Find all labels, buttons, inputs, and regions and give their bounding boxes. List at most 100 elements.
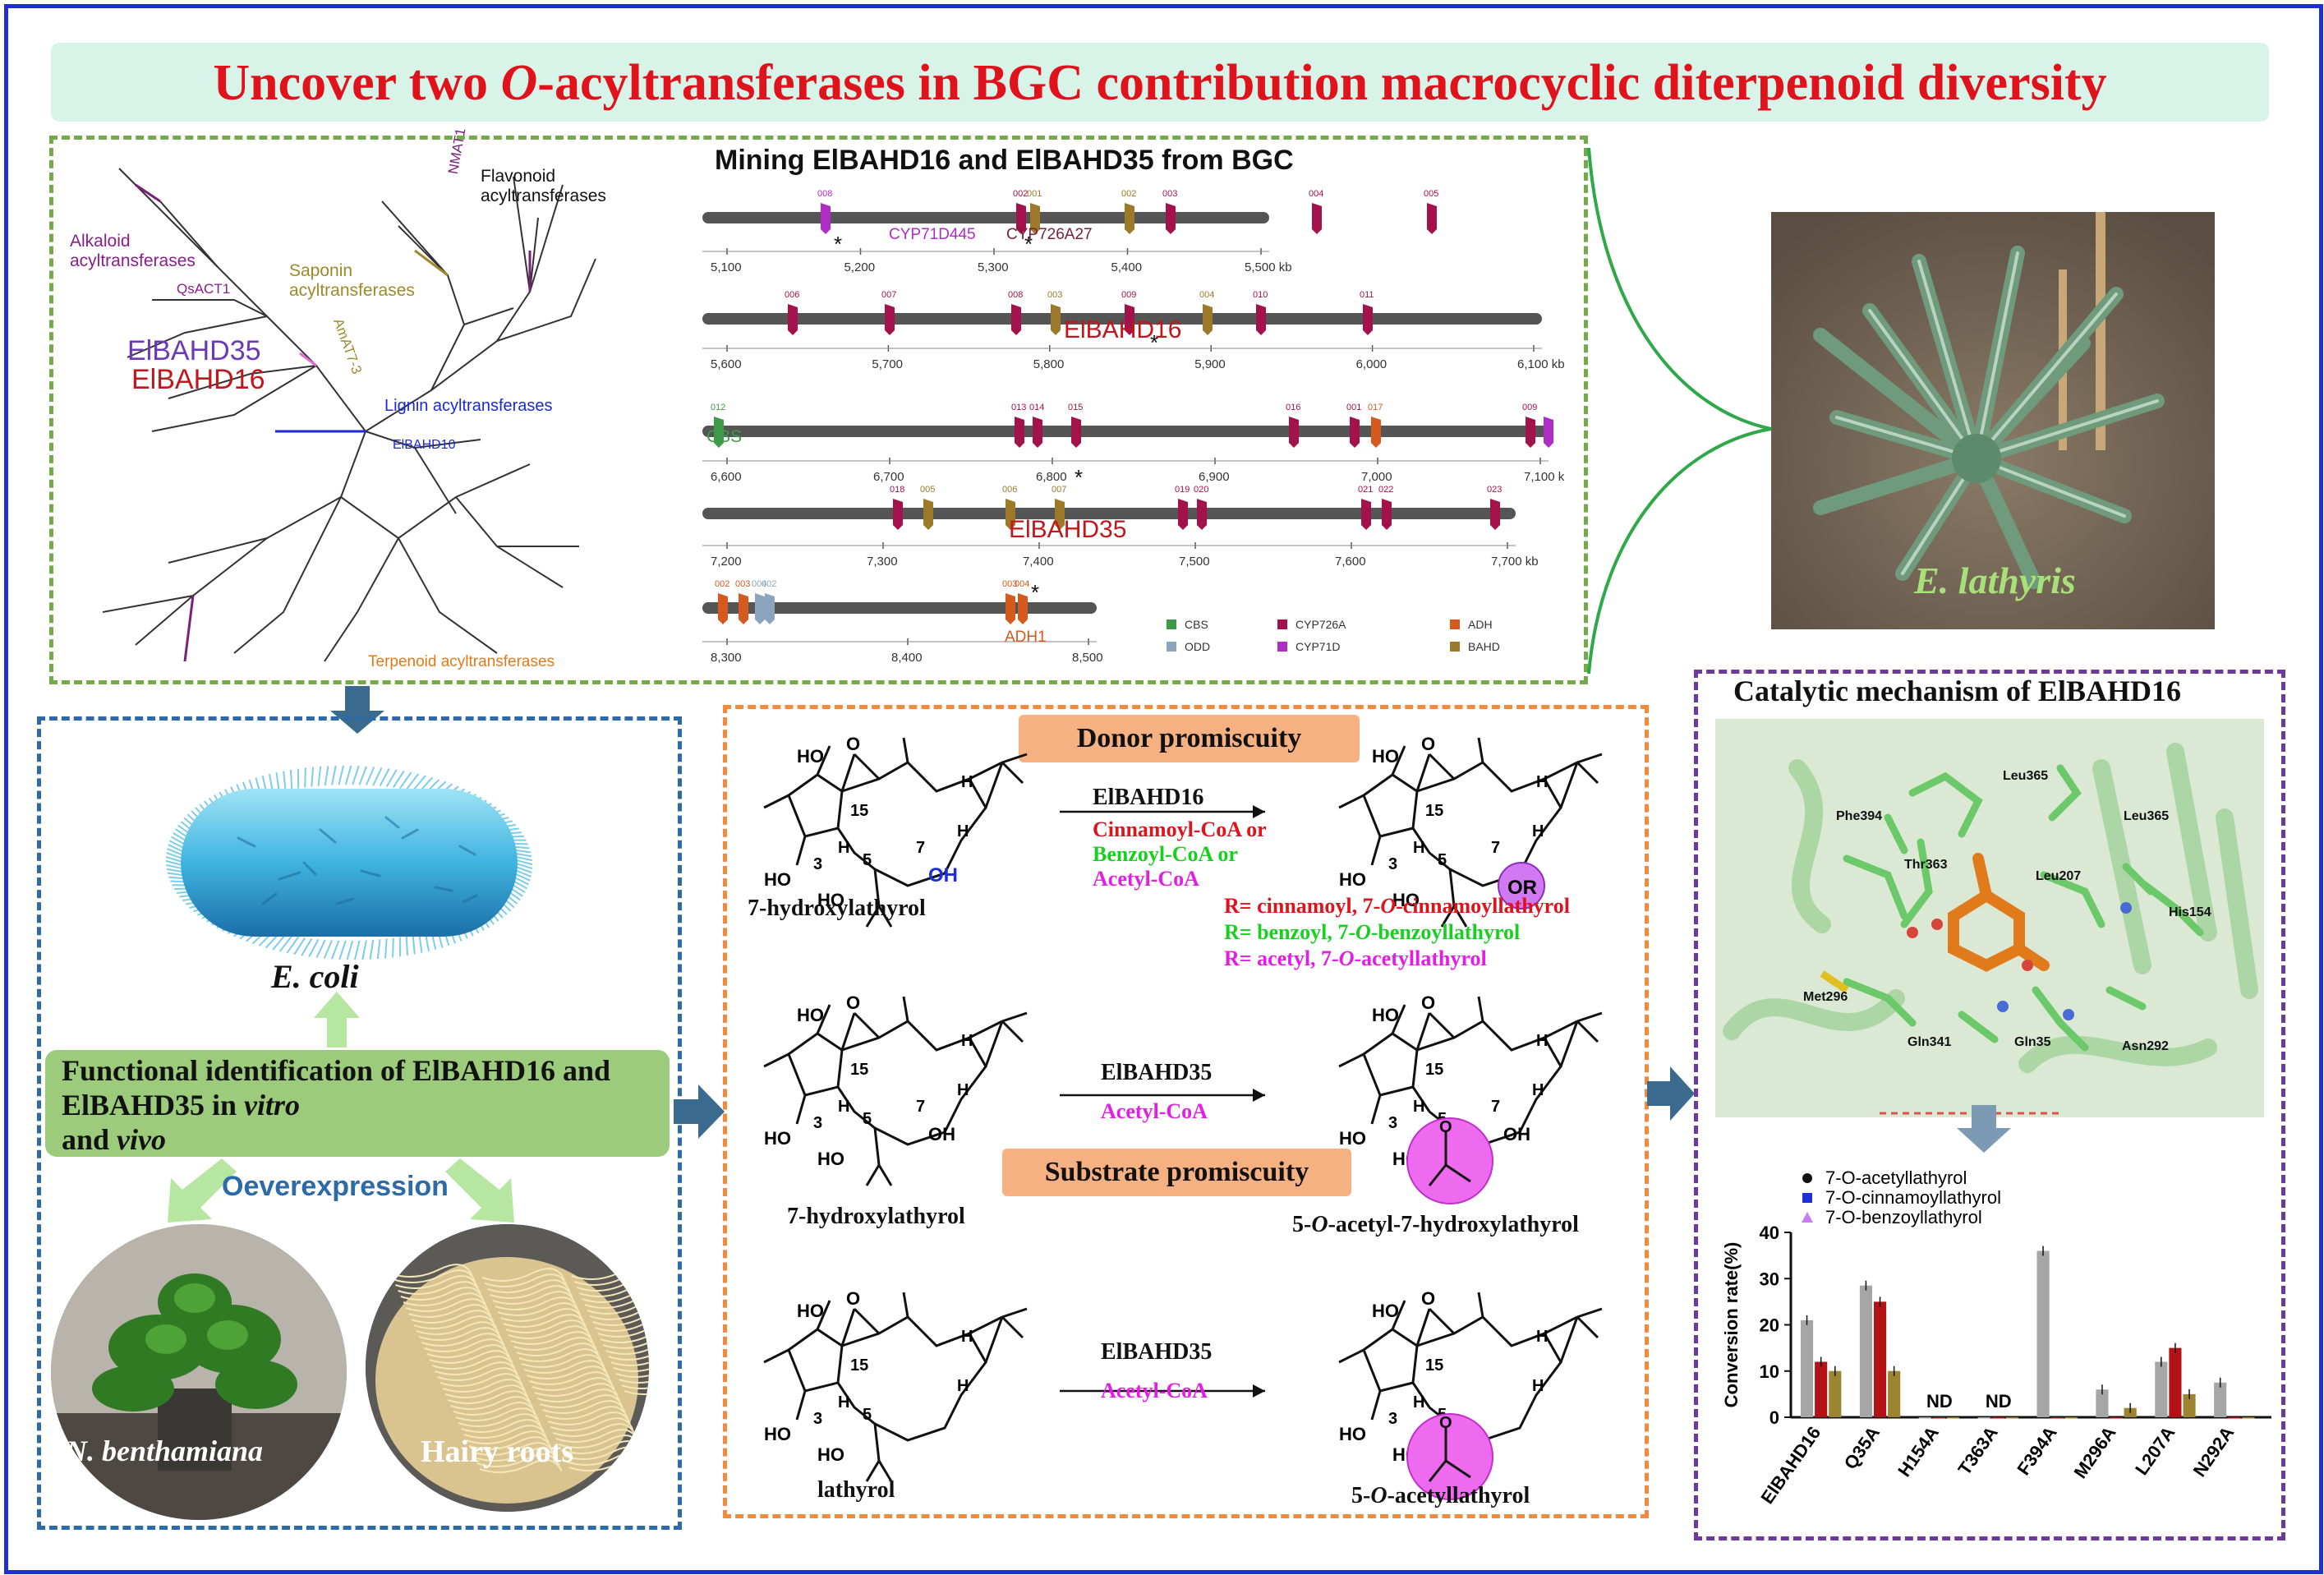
bgc-gene-id: 007 [1052, 485, 1066, 495]
nbenthamiana-photo [51, 1224, 347, 1520]
bgc-gene-id: 015 [1068, 403, 1083, 412]
legend-label: 7-O-acetyllathyrol [1825, 1167, 1967, 1188]
bgc-tick-label: 7,600 [1335, 555, 1366, 569]
r1-donor-cinnamoyl: Cinnamoyl-CoA or [1093, 817, 1267, 841]
chart-bar [2050, 1417, 2064, 1419]
arrow-diag-right-icon [445, 1158, 514, 1223]
chart-bar [2096, 1389, 2109, 1417]
chart-bar [2169, 1347, 2182, 1417]
bgc-tick-label: 7,000 [1361, 470, 1392, 484]
svg-text:OH: OH [928, 864, 958, 887]
functional-text: Functional identification of ElBAHD16 an… [62, 1054, 611, 1156]
bgc-tick-label: 7,300 [867, 555, 898, 569]
star-marker: * [1075, 465, 1083, 490]
bgc-gene-arrow [714, 417, 724, 448]
reaction-structures: HO O 15 3 5 H H HO HO H 7 OH OR 7 7 OH 7… [762, 732, 1604, 1500]
chart-bar [1991, 1417, 2004, 1419]
svg-text:7: 7 [916, 1098, 925, 1116]
chart-bar [2036, 1250, 2050, 1417]
bgc-gene-arrow [885, 304, 895, 335]
bgc-gene-id: 007 [881, 290, 896, 300]
legend-label: 7-O-cinnamoyllathyrol [1825, 1187, 2001, 1208]
bgc-gene-id: 002 [715, 579, 729, 589]
bgc-tick-label: 5,300 [978, 260, 1009, 274]
x-tick-label: T363A [1954, 1422, 2002, 1479]
chart-bar [2110, 1417, 2123, 1419]
bgc-tick-label: 7,400 [1023, 555, 1054, 569]
bgc-gene-arrow [1016, 203, 1026, 234]
chart-bar [2005, 1417, 2018, 1419]
bgc-gene-id: 002 [1121, 189, 1136, 199]
svg-text:O: O [1439, 1118, 1452, 1136]
svg-text:OH: OH [1503, 1124, 1530, 1144]
bgc-tick-label: 7,100 kb [1524, 470, 1565, 484]
bgc-tick-label: 5,100 [711, 260, 742, 274]
x-tick-label: Q35A [1840, 1422, 1885, 1473]
nd-label: ND [1986, 1391, 2012, 1412]
bgc-gene-arrow [1051, 304, 1061, 335]
bgc-tick-label: 5,500 kb [1245, 260, 1292, 274]
bgc-tick-label: 8,400 [891, 651, 923, 665]
bgc-gene-arrow [821, 203, 831, 234]
bgc-gene-id: 011 [1360, 290, 1374, 300]
r1-product-cinnamoyl: R= cinnamoyl, 7-O-cinnamoyllathyrol [1224, 894, 1570, 918]
chart-bar [1977, 1417, 1990, 1419]
svg-text:OR: OR [1507, 877, 1537, 899]
bgc-label-cyp71d445: CYP71D445 [889, 226, 976, 243]
bgc-tick-label: 6,100 kb [1517, 357, 1565, 371]
r1-product-acetyl: R= acetyl, 7-O-acetyllathyrol [1224, 946, 1487, 970]
bgc-gene-arrow [1015, 417, 1024, 448]
nbenthamiana-label: N. benthamiana [66, 1435, 264, 1467]
bgc-gene-id: 002 [1013, 189, 1028, 199]
bgc-gene-id: 019 [1175, 485, 1190, 495]
bgc-tick-label: 5,900 [1194, 357, 1226, 371]
page-title: Uncover two O-acyltransferases in BGC co… [213, 55, 2107, 111]
bgc-tick-label: 7,700 kb [1491, 555, 1539, 569]
bgc-label-elbahd16: ElBAHD16 [1064, 316, 1182, 343]
bgc-tick-label: 7,500 [1179, 555, 1210, 569]
bgc-tick-label: 6,700 [873, 470, 904, 484]
y-tick-label: 30 [1760, 1269, 1779, 1289]
r2-donor: Acetyl-CoA [1101, 1099, 1208, 1123]
r1-product-benzoyl: R= benzoyl, 7-O-benzoyllathyrol [1224, 920, 1521, 944]
bgc-gene-arrow [1006, 593, 1015, 624]
bgc-chromosome-bar [702, 313, 1542, 325]
bgc-gene-arrow [1544, 417, 1553, 448]
mechanism-panel [1694, 670, 2285, 1540]
bgc-legend-swatch [1277, 619, 1287, 629]
bgc-tick-label: 6,900 [1199, 470, 1230, 484]
bgc-gene-arrow [1125, 304, 1134, 335]
bgc-gene-id: 022 [1378, 485, 1393, 495]
star-marker: * [1031, 580, 1039, 605]
bgc-label-cbs: CBS [706, 427, 743, 446]
r3-enzyme: ElBAHD35 [1101, 1339, 1213, 1365]
bgc-gene-id: 008 [1008, 290, 1023, 300]
residue-phe394: Phe394 [1836, 809, 1883, 823]
donor-promiscuity-pill: Donor promiscuity [1019, 715, 1360, 762]
residue-met296: Met296 [1803, 990, 1848, 1004]
plant-label: E. lathyris [1914, 560, 2076, 601]
chart-bar [2064, 1417, 2078, 1419]
bgc-gene-id: 017 [1368, 403, 1383, 412]
bgc-gene-id: 005 [920, 485, 935, 495]
chart-bar [2228, 1417, 2241, 1419]
ecoli-label: E. coli [271, 958, 359, 995]
bgc-legend-swatch [1167, 619, 1176, 629]
x-tick-label: H154A [1894, 1422, 1943, 1481]
bgc-gene-id: 001 [1027, 189, 1042, 199]
residue-leu207: Leu207 [2036, 869, 2082, 883]
bgc-gene-arrow [1427, 203, 1437, 234]
protein-structure [1715, 719, 2264, 1117]
bgc-gene-arrow [1178, 499, 1188, 530]
arrow-up-icon [314, 992, 360, 1048]
bgc-chromosome-bar [702, 212, 1269, 223]
bgc-legend-swatch [1450, 619, 1460, 629]
hairy-roots-photo [366, 1224, 649, 1512]
bgc-gene-id: 001 [1346, 403, 1361, 412]
residue-his154: His154 [2169, 905, 2211, 919]
bgc-chromosome-bar [702, 426, 1549, 437]
bgc-gene-arrow [1006, 499, 1015, 530]
residue-leu365-b: Leu365 [2124, 809, 2170, 823]
bgc-gene-id: 008 [817, 189, 832, 199]
